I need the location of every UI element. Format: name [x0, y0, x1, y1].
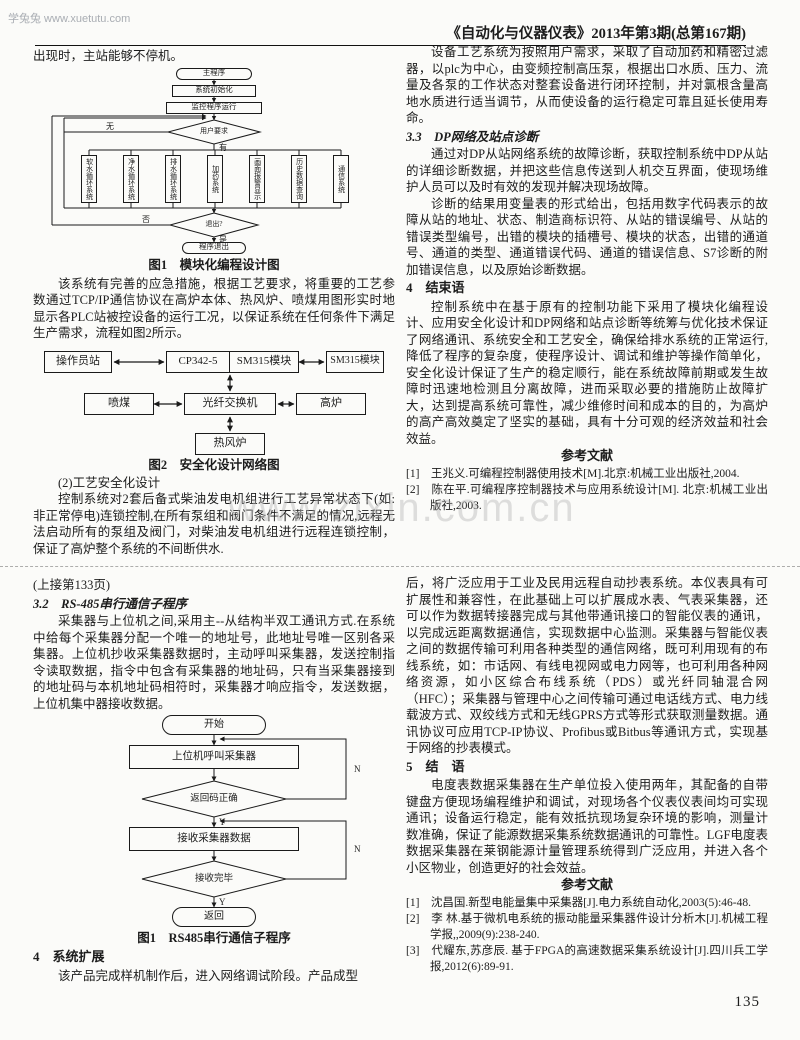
section-heading-4: 4 结束语 — [406, 280, 465, 295]
reference-item: [3] 代耀东,苏彦辰. 基于FPGA的高速数据采集系统设计[J].四川兵工学报… — [406, 944, 768, 973]
figure2-caption: 图2 安全化设计网络图 — [148, 457, 280, 472]
network-node-fiber-switch: 光纤交换机 — [184, 392, 276, 415]
article1-left-column: 出现时，主站能够不停机。 — [33, 48, 395, 557]
network-lines — [113, 358, 325, 432]
references-title: 参考文献 — [560, 448, 613, 463]
network-node-sm315-b: SM315模块 — [326, 350, 384, 373]
sub-heading: (2)工艺安全化设计 — [58, 475, 161, 490]
flowchart-module-box: 画面报警显示 — [249, 154, 265, 203]
flowchart-node-main-program: 主程序 — [176, 67, 252, 80]
rs485-figure-caption: 图1 RS485串行通信子程序 — [137, 931, 291, 945]
section-heading-32: 3.2 RS-485串行通信子程序 — [33, 596, 187, 611]
section-heading-4: 4 系统扩展 — [33, 949, 105, 964]
article2-left-column: (上接第133页) 3.2 RS-485串行通信子程序 采集器与上位机之间,采用… — [33, 577, 395, 984]
flowchart-node-init: 系统初始化 — [172, 84, 256, 97]
paragraph: 电度表数据采集器在生产单位投入使用两年，其配备的自带键盘方便现场编程维护和调试，… — [406, 778, 768, 875]
flowchart-decision-receive-done: 接收完毕 — [194, 873, 233, 884]
flowchart-node-receive-data: 接收采集器数据 — [129, 827, 299, 851]
flowchart-node-start: 开始 — [162, 715, 266, 735]
branch-label-exit-no: 否 — [142, 214, 150, 224]
network-node-operator-station: 操作员站 — [44, 350, 112, 373]
article1-right-column: 设备工艺系统为按照用户需求，采取了自动加药和精密过滤器，以plc为中心，由变频控… — [406, 44, 768, 514]
paragraph: 诊断的结果用变量表的形式给出，包括用数字代码表示的故障从站的地址、状态、制造商标… — [406, 196, 768, 277]
paragraph: 控制系统对2套后备式柴油发电机组进行工艺异常状态下(如:非正常停电)连锁控制,在… — [33, 492, 395, 556]
branch-label-no: 无 — [106, 121, 114, 131]
flowchart-lines — [51, 79, 342, 242]
paragraph: 该系统有完善的应急措施，根据工艺要求，将重要的工艺参数通过TCP/IP通信协议在… — [33, 276, 395, 341]
figure-safety-network: 操作员站 CP342-5 SM315模块 SM315模块 喷煤 光纤交换机 高炉… — [44, 345, 384, 473]
paragraph: 该产品完成样机制作后，进入网络调试阶段。产品成型 — [58, 968, 359, 983]
continued-note: (上接第133页) — [33, 578, 111, 592]
flowchart-module-box: 净水循环系统 — [123, 154, 139, 203]
network-node-cp342: CP342-5 — [166, 350, 230, 373]
reference-item: [2] 李 林.基于微机电系统的振动能量采集器件设计分析木[J].机械工程学报,… — [406, 912, 768, 941]
branch-label-n: N — [354, 764, 361, 774]
paragraph: 后，将广泛应用于工业及民用远程自动抄表系统。本仪表具有可扩展性和兼容性，在此基础… — [406, 576, 768, 755]
flowchart-module-box: 排水循环系统 — [165, 154, 181, 203]
reference-item: [2] 陈在平.可编程序控制器技术与应用系统设计[M]. 北京:机械工业出版社,… — [406, 483, 768, 512]
network-node-hot-stove: 热风炉 — [195, 432, 265, 455]
reference-item: [1] 王兆义.可编程控制器使用技术[M].北京:机械工业出版社,2004. — [406, 467, 740, 480]
figure-modular-flowchart: 主程序 系统初始化 监控程序运行 用户要求 无 有 软水循环系统 净水循环系统 … — [44, 67, 384, 274]
flowchart-node-monitor: 监控程序运行 — [166, 101, 262, 114]
branch-label-n: N — [354, 844, 361, 854]
paragraph: 通过对DP从站网络系统的故障诊断，获取控制系统中DP从站的详细诊断数据，并把这些… — [406, 147, 768, 194]
site-watermark: 学兔兔 www.xuetutu.com — [8, 13, 131, 25]
flowchart-module-box: 通信系统 — [333, 154, 349, 203]
flowchart-node-return: 返回 — [172, 907, 256, 927]
paragraph: 出现时，主站能够不停机。 — [33, 49, 184, 63]
branch-label-y: Y — [219, 897, 226, 907]
header-rule — [35, 45, 746, 46]
paragraph: 控制系统中在基于原有的控制功能下采用了模块化编程设计、应用安全化设计和DP网络和… — [406, 299, 768, 446]
paragraph: 设备工艺系统为按照用户需求，采取了自动加药和精密过滤器，以plc为中心，由变频控… — [406, 45, 768, 125]
flowchart-decision-exit: 退出? — [205, 220, 223, 229]
branch-label-exit-yes: 是 — [219, 234, 227, 244]
figure-rs485-flowchart: 开始 上位机呼叫采集器 返回码正确 Y N 接收采集器数据 接收完毕 Y N 返… — [44, 715, 384, 947]
flowchart-module-box: 软水循环系统 — [81, 154, 97, 203]
figure1-caption: 图1 模块化编程设计图 — [148, 257, 280, 272]
flowchart-decision-return-code: 返回码正确 — [190, 793, 238, 804]
flowchart-lines — [141, 735, 347, 908]
page-number: 135 — [734, 994, 760, 1010]
branch-label-y: Y — [219, 817, 226, 827]
article2-right-column: 后，将广泛应用于工业及民用远程自动抄表系统。本仪表具有可扩展性和兼容性，在此基础… — [406, 575, 768, 975]
network-node-coal-injection: 喷煤 — [84, 392, 154, 415]
flowchart-module-box: 历史数据查询 — [291, 154, 307, 203]
network-node-sm315-a: SM315模块 — [229, 350, 299, 373]
flowchart-decision-user-request: 用户要求 — [200, 127, 228, 136]
article-divider — [0, 566, 800, 567]
section-heading-5: 5 结 语 — [406, 758, 465, 774]
section-heading-33: 3.3 DP网络及站点诊断 — [406, 129, 539, 144]
flowchart-node-call-collector: 上位机呼叫采集器 — [129, 745, 299, 769]
reference-item: [1] 沈昌国.新型电能量集中采集器[J].电力系统自动化,2003(5):46… — [406, 896, 751, 909]
references-title: 参考文献 — [560, 877, 613, 892]
network-node-blast-furnace: 高炉 — [296, 392, 366, 415]
flowchart-node-program-exit: 程序退出 — [182, 241, 246, 254]
paragraph: 采集器与上位机之间,采用主--从结构半双工通讯方式.在系统中给每个采集器分配一个… — [33, 614, 395, 711]
flowchart-module-box: 加药系统 — [207, 154, 223, 203]
branch-label-yes: 有 — [219, 142, 227, 152]
journal-header: 《自动化与仪器仪表》2013年第3期(总第167期) — [446, 26, 746, 42]
